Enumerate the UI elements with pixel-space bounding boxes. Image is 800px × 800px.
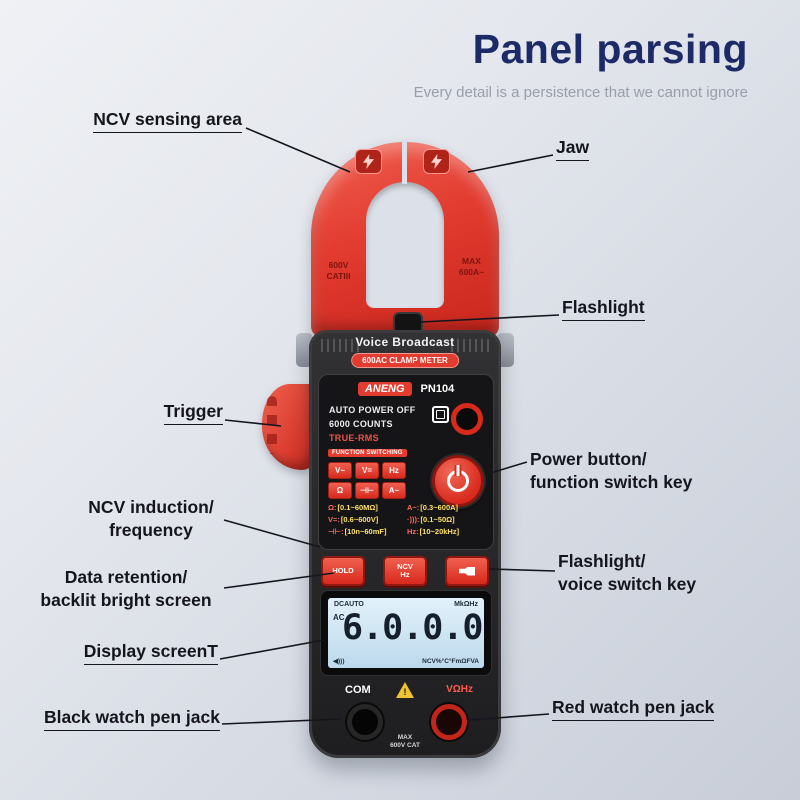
function-key: A~ [382, 482, 406, 499]
lightning-icon [355, 149, 382, 174]
function-key: Ω [328, 482, 352, 499]
flashlight-button [445, 556, 489, 586]
lightning-icon [423, 149, 450, 174]
ncv-sensor [451, 403, 483, 435]
auto-power-off-label: AUTO POWER OFF [329, 405, 416, 415]
power-icon [447, 470, 469, 492]
range-specs: Ω:[0.1~60MΩ] A~:[0.3~600A] V=:[0.6~600V]… [328, 503, 486, 536]
counts-label: 6000 COUNTS [329, 419, 393, 429]
callout-power-button: Power button/ function switch key [530, 449, 693, 492]
model-number: PN104 [420, 383, 455, 395]
speaker-icon: ◀))) [333, 658, 345, 665]
callout-trigger: Trigger [95, 400, 223, 425]
callout-ncv-induction: NCV induction/ frequency [88, 497, 214, 540]
function-key: V= [355, 462, 379, 479]
callout-ncv-sensing-area: NCV sensing area [40, 108, 242, 133]
speaker-grille [451, 339, 489, 352]
spec-item: ·))):[0.1~50Ω] [407, 515, 455, 524]
com-jack-label: COM [345, 684, 371, 696]
function-switching-label: FUNCTION SWITCHING [328, 449, 407, 457]
spec-item: A~:[0.3~600A] [407, 503, 459, 512]
brand-logo: ANENG [357, 382, 412, 396]
function-legend: V~ V= Hz Ω ⊣⊢ A~ [328, 462, 406, 499]
voice-broadcast-label: Voice Broadcast [355, 335, 455, 349]
callout-red-watch-pen-jack: Red watch pen jack [552, 696, 715, 721]
lcd-bottom-indicators: NCV%°C°FmΩFVA [422, 658, 479, 665]
vohz-jack [431, 704, 467, 740]
page-subtitle: Every detail is a persistence that we ca… [413, 84, 748, 101]
front-panel: ANENG PN104 AUTO POWER OFF 6000 COUNTS T… [318, 374, 494, 550]
callout-display-screen: Display screenT [40, 640, 218, 665]
spec-item: Hz:[10~20kHz] [407, 527, 460, 536]
lcd-mode-indicators: DCAUTO [334, 601, 364, 608]
spec-item: V=:[0.6~600V] [328, 515, 379, 524]
vohz-jack-label: VΩHz [446, 684, 473, 695]
callout-data-retention: Data retention/ backlit bright screen [40, 567, 212, 610]
spec-item: ⊣⊢:[10n~60mF] [328, 527, 387, 536]
function-key: Hz [382, 462, 406, 479]
jaw-opening [366, 182, 444, 308]
lightning-glyph [363, 154, 374, 169]
power-button [432, 455, 484, 507]
jaw-split-gap [402, 142, 407, 184]
lightning-glyph [431, 154, 442, 169]
meter-body: Voice Broadcast 600AC CLAMP METER ANENG … [309, 330, 501, 758]
lcd-digits: 6.0.0.0 [342, 608, 484, 648]
callout-jaw: Jaw [556, 136, 590, 161]
warning-icon [396, 682, 414, 698]
brand-row: ANENG PN104 [319, 382, 493, 396]
trigger-ridges [267, 396, 277, 454]
lcd-unit-indicators: MkΩHz [454, 601, 478, 608]
spec-item: Ω:[0.1~60MΩ] [328, 503, 378, 512]
clamp-pivot-right [497, 333, 514, 367]
lcd-ac-indicator: AC [333, 613, 345, 622]
callout-black-watch-pen-jack: Black watch pen jack [30, 706, 220, 731]
speaker-grille [321, 339, 359, 352]
flashlight-icon [459, 566, 475, 576]
display-screen: DCAUTO MkΩHz AC 6.0.0.0 ◀))) NCV%°C°FmΩF… [320, 590, 492, 676]
clamp-meter-badge: 600AC CLAMP METER [351, 353, 459, 368]
callout-flashlight: Flashlight [562, 296, 645, 321]
page-title: Panel parsing [472, 26, 748, 72]
callout-flashlight-voice-switch: Flashlight/ voice switch key [558, 551, 697, 594]
function-key: V~ [328, 462, 352, 479]
indicator-icon [432, 406, 449, 423]
function-key: ⊣⊢ [355, 482, 379, 499]
clamp-pivot-left [296, 333, 313, 367]
hold-button: HOLD [321, 556, 365, 586]
lcd: DCAUTO MkΩHz AC 6.0.0.0 ◀))) NCV%°C°FmΩF… [328, 598, 484, 668]
com-jack [347, 704, 383, 740]
trigger-lever [262, 384, 316, 470]
true-rms-label: TRUE-RMS [329, 433, 379, 443]
